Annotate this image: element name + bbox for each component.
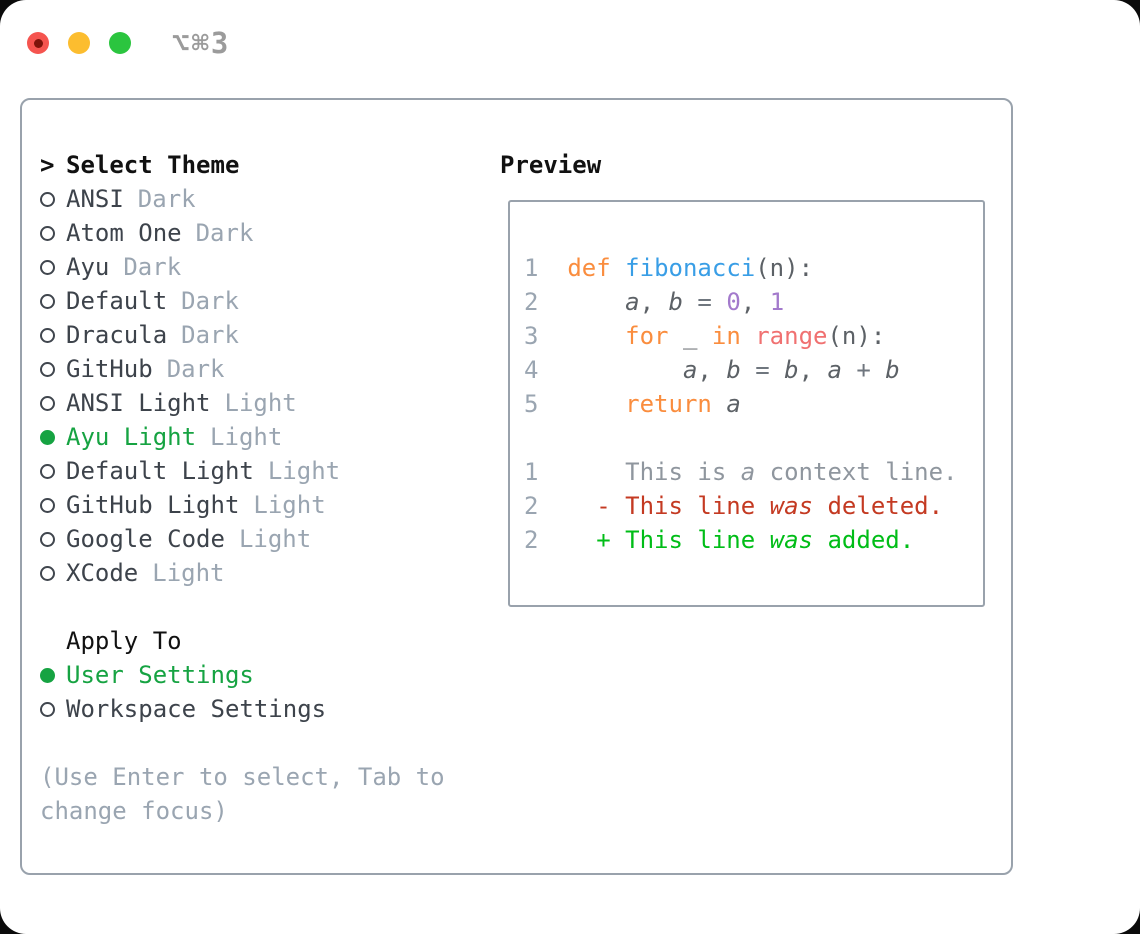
diff-line: 1 This is a context line. xyxy=(524,458,958,486)
theme-option-default-light[interactable]: Default Light Light xyxy=(40,454,484,488)
line-number: 3 xyxy=(524,322,568,350)
radio-selected-icon xyxy=(40,429,66,445)
option-label: Workspace Settings xyxy=(66,695,327,723)
radio-icon xyxy=(40,327,66,343)
context-marker xyxy=(596,458,625,486)
deleted-marker: - xyxy=(596,492,626,520)
select-theme-header: > Select Theme xyxy=(40,148,484,182)
line-number: 2 xyxy=(524,492,597,520)
code-line: 3 for _ in range(n): xyxy=(524,322,886,350)
theme-variant-badge: Light xyxy=(267,457,341,485)
theme-option-google-code[interactable]: Google Code Light xyxy=(40,522,484,556)
apply-to-header: Apply To xyxy=(66,627,182,655)
theme-variant-badge: Light xyxy=(210,423,283,451)
theme-option-ayu[interactable]: Ayu Dark xyxy=(40,250,484,284)
option-label: Ayu Light xyxy=(66,423,197,451)
radio-icon xyxy=(40,225,66,241)
record-dot-icon xyxy=(33,38,43,48)
theme-option-ansi[interactable]: ANSI Dark xyxy=(40,182,484,216)
radio-icon xyxy=(40,463,66,479)
diff-line: 2 - This line was deleted. xyxy=(524,492,944,520)
radio-icon xyxy=(40,565,66,581)
theme-option-ayu-light[interactable]: Ayu Light Light xyxy=(40,420,484,454)
apply-option-workspace-settings[interactable]: Workspace Settings xyxy=(40,692,484,726)
theme-variant-badge: Dark xyxy=(195,219,254,247)
theme-variant-badge: Dark xyxy=(123,253,182,281)
line-number: 1 xyxy=(524,458,597,486)
radio-icon xyxy=(40,293,66,309)
line-number: 2 xyxy=(524,288,568,316)
option-label: ANSI Light xyxy=(66,389,211,417)
minimize-button[interactable] xyxy=(68,32,90,54)
window-title: ⌥⌘3 xyxy=(172,26,231,60)
theme-option-xcode[interactable]: XCode Light xyxy=(40,556,484,590)
theme-variant-badge: Light xyxy=(224,389,297,417)
theme-option-dracula[interactable]: Dracula Dark xyxy=(40,318,484,352)
option-label: Atom One xyxy=(66,219,182,247)
theme-variant-badge: Light xyxy=(238,525,312,553)
diff-line: 2 + This line was added. xyxy=(524,526,915,554)
radio-icon xyxy=(40,701,66,717)
code-line: 2 a, b = 0, 1 xyxy=(524,288,785,316)
apply-option-user-settings[interactable]: User Settings xyxy=(40,658,484,692)
code-line: 5 return a xyxy=(524,390,741,418)
option-label: Default xyxy=(66,287,168,315)
preview-column: Preview 1 def fibonacci(n): 2 a, b = 0, 1… xyxy=(484,100,1011,873)
radio-icon xyxy=(40,395,66,411)
theme-option-ansi-light[interactable]: ANSI Light Light xyxy=(40,386,484,420)
radio-icon xyxy=(40,259,66,275)
code-line: 4 a, b = b, a + b xyxy=(524,356,900,384)
titlebar: ⌥⌘3 xyxy=(27,26,230,60)
close-button[interactable] xyxy=(27,32,49,54)
radio-icon xyxy=(40,361,66,377)
option-label: User Settings xyxy=(66,661,254,689)
hint-text: (Use Enter to select, Tab to change focu… xyxy=(40,763,445,825)
radio-icon xyxy=(40,497,66,513)
code-line: 1 def fibonacci(n): xyxy=(524,254,814,282)
radio-icon xyxy=(40,531,66,547)
line-number: 1 xyxy=(524,254,568,282)
theme-option-atom-one[interactable]: Atom One Dark xyxy=(40,216,484,250)
maximize-button[interactable] xyxy=(109,32,131,54)
option-label: Google Code xyxy=(66,525,225,553)
preview-box: 1 def fibonacci(n): 2 a, b = 0, 1 3 for _ … xyxy=(508,200,985,607)
radio-selected-icon xyxy=(40,667,66,683)
prompt-caret-icon: > xyxy=(40,151,55,179)
option-label: XCode xyxy=(66,559,139,587)
theme-variant-badge: Dark xyxy=(137,185,196,213)
option-label: Default Light xyxy=(66,457,254,485)
option-label: Ayu xyxy=(66,253,110,281)
blank-line xyxy=(524,421,983,455)
option-label: Dracula xyxy=(66,321,168,349)
theme-option-github-light[interactable]: GitHub Light Light xyxy=(40,488,484,522)
select-theme-label: Select Theme xyxy=(66,151,240,179)
added-marker: + xyxy=(596,526,626,554)
preview-header: Preview xyxy=(500,151,602,179)
option-label: GitHub Light xyxy=(66,491,240,519)
theme-variant-badge: Dark xyxy=(166,355,225,383)
line-number: 2 xyxy=(524,526,597,554)
theme-variant-badge: Light xyxy=(152,559,225,587)
line-number: 5 xyxy=(524,390,568,418)
option-label: ANSI xyxy=(66,185,124,213)
theme-variant-badge: Dark xyxy=(181,321,239,349)
theme-variant-badge: Dark xyxy=(181,287,239,315)
theme-variant-badge: Light xyxy=(253,491,326,519)
theme-option-github[interactable]: GitHub Dark xyxy=(40,352,484,386)
theme-option-default[interactable]: Default Dark xyxy=(40,284,484,318)
radio-icon xyxy=(40,191,66,207)
option-label: GitHub xyxy=(66,355,153,383)
line-number: 4 xyxy=(524,356,568,384)
